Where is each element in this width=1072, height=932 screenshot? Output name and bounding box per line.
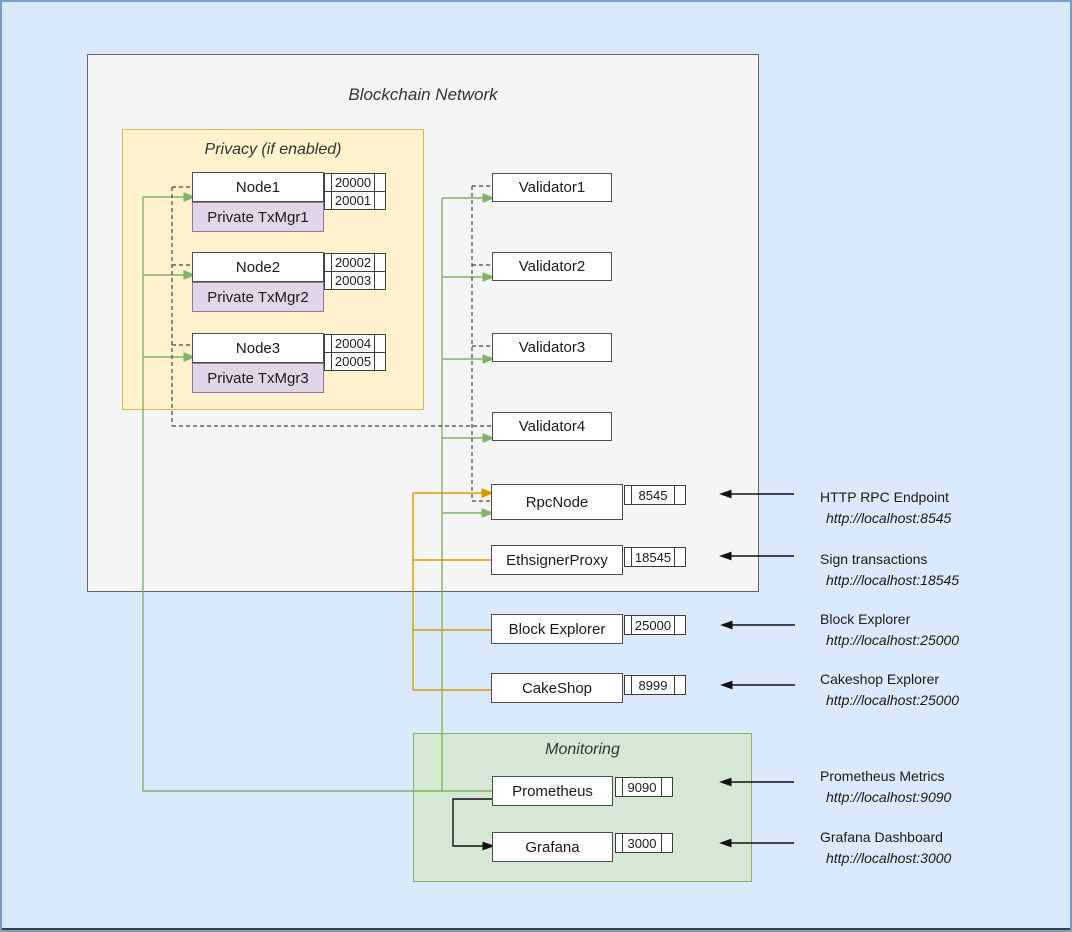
port-number: 20002 <box>334 255 372 270</box>
port-cell <box>374 174 385 191</box>
port-cell <box>325 272 332 289</box>
port-number: 20004 <box>334 336 372 351</box>
orange-connections <box>412 488 494 691</box>
annotation-label: HTTP RPC Endpoint <box>820 489 949 505</box>
service-box-prometheus: Prometheus <box>492 776 613 806</box>
port-badge: 18545 <box>624 547 686 567</box>
port-number: 9090 <box>627 779 657 795</box>
port-cell <box>374 272 385 289</box>
validator-box: Validator2 <box>492 252 612 281</box>
service-port: 25000 <box>624 615 686 635</box>
validator-box: Validator3 <box>492 333 612 362</box>
port-badge: 8999 <box>624 675 686 695</box>
annotation-url: http://localhost:3000 <box>826 850 952 866</box>
service-port: 9090 <box>615 777 673 797</box>
annotation-label: Sign transactions <box>820 551 928 567</box>
port-badge: 25000 <box>624 615 686 635</box>
port-cell <box>674 548 685 566</box>
port-badge: 20003 <box>324 271 386 290</box>
annotation-label: Grafana Dashboard <box>820 829 943 845</box>
service-box-cakeshop: CakeShop <box>491 673 623 703</box>
port-number: 25000 <box>634 617 672 633</box>
dashed-connections <box>171 185 492 502</box>
port-badge: 8545 <box>624 485 686 505</box>
port-cell <box>625 548 632 566</box>
annotation-label: Cakeshop Explorer <box>820 671 940 687</box>
black-arrows <box>452 489 795 851</box>
port-cell <box>674 616 685 634</box>
txmgr-box: Private TxMgr3 <box>192 363 324 393</box>
port-cell <box>374 192 385 209</box>
node-ports: 20004 20005 <box>324 334 386 371</box>
annotation-url: http://localhost:25000 <box>826 692 960 708</box>
port-cell <box>325 174 332 191</box>
annotation-label: Prometheus Metrics <box>820 768 945 784</box>
port-number: 20000 <box>334 175 372 190</box>
validator-box: Validator4 <box>492 412 612 441</box>
port-cell <box>374 353 385 370</box>
node-box: Node3 <box>192 333 324 363</box>
port-badge: 20001 <box>324 191 386 210</box>
annotation-url: http://localhost:9090 <box>826 789 952 805</box>
service-port: 8999 <box>624 675 686 695</box>
canvas-bottom-edge <box>2 928 1070 930</box>
node-box: Node2 <box>192 252 324 282</box>
annotation-url: http://localhost:25000 <box>826 632 960 648</box>
service-port: 3000 <box>615 833 673 853</box>
service-box-block-explorer: Block Explorer <box>491 614 623 644</box>
txmgr-box: Private TxMgr1 <box>192 202 324 232</box>
port-cell <box>374 254 385 271</box>
port-cell <box>661 834 672 852</box>
port-cell <box>625 486 632 504</box>
node-ports: 20002 20003 <box>324 253 386 290</box>
monitoring-title: Monitoring <box>545 741 620 758</box>
port-cell <box>625 616 632 634</box>
port-badge: 9090 <box>615 777 673 797</box>
service-port: 18545 <box>624 547 686 567</box>
privacy-title: Privacy (if enabled) <box>204 141 342 158</box>
port-cell <box>374 335 385 352</box>
port-cell <box>325 254 332 271</box>
port-number: 18545 <box>634 549 672 565</box>
port-number: 8545 <box>638 487 668 503</box>
port-cell <box>674 676 685 694</box>
port-number: 3000 <box>627 835 657 851</box>
port-cell <box>325 353 332 370</box>
annotation-url: http://localhost:8545 <box>826 510 952 526</box>
port-cell <box>325 192 332 209</box>
service-port: 8545 <box>624 485 686 505</box>
port-badge: 20002 <box>324 253 386 272</box>
port-cell <box>625 676 632 694</box>
blockchain-network-title: Blockchain Network <box>348 85 498 104</box>
port-cell <box>661 778 672 796</box>
service-box-rpcnode: RpcNode <box>491 484 623 520</box>
port-number: 8999 <box>638 677 668 693</box>
port-badge: 20000 <box>324 173 386 192</box>
annotation-label: Block Explorer <box>820 611 911 627</box>
green-connections <box>142 192 495 792</box>
annotation-url: http://localhost:18545 <box>826 572 960 588</box>
port-number: 20005 <box>334 354 372 369</box>
port-number: 20003 <box>334 273 372 288</box>
service-box-ethsignerproxy: EthsignerProxy <box>491 545 623 575</box>
port-cell <box>616 778 623 796</box>
port-cell <box>616 834 623 852</box>
node-box: Node1 <box>192 172 324 202</box>
port-number: 20001 <box>334 193 372 208</box>
service-box-grafana: Grafana <box>492 832 613 862</box>
port-cell <box>325 335 332 352</box>
validator-box: Validator1 <box>492 173 612 202</box>
port-badge: 20005 <box>324 352 386 371</box>
txmgr-box: Private TxMgr2 <box>192 282 324 312</box>
port-cell <box>674 486 685 504</box>
node-ports: 20000 20001 <box>324 173 386 210</box>
port-badge: 3000 <box>615 833 673 853</box>
port-badge: 20004 <box>324 334 386 353</box>
